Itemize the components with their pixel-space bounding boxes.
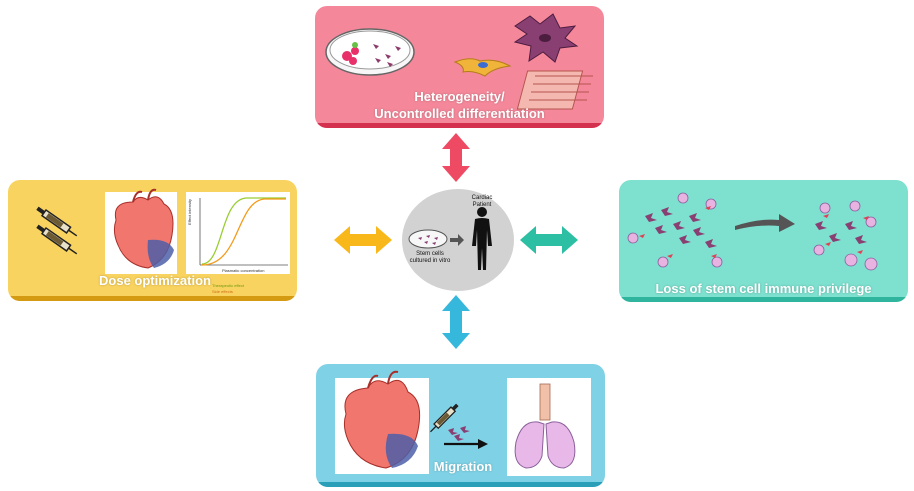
- fibroblast-cell-icon: [453, 58, 512, 77]
- stem-cells-label-line-2: cultured in vitro: [409, 258, 451, 264]
- lungs-icon: [514, 383, 576, 469]
- heterogeneity-title: Heterogeneity/ Uncontrolled differentiat…: [315, 88, 604, 122]
- stem-cells-label-line-1: Stem cells: [416, 251, 444, 257]
- immune-cell-icon: [627, 192, 723, 268]
- panel-shadow: [8, 296, 297, 301]
- stem-cell-cluster-icon: [645, 207, 717, 248]
- petri-dish-icon: [325, 28, 415, 76]
- progression-arrow-icon: [735, 214, 795, 232]
- plot-y-label: Effect intensity: [187, 199, 192, 225]
- arrow-up-down-top: [442, 133, 470, 182]
- culture-dish-icon: [408, 229, 448, 249]
- syringe-icon: [430, 403, 459, 433]
- heart-icon: [113, 188, 174, 269]
- plot-x-label: Plasmatic concentration: [222, 268, 265, 273]
- migration-panel: Migration: [316, 364, 605, 487]
- migrating-cells-icon: [448, 426, 470, 441]
- panel-shadow: [316, 482, 605, 487]
- center-circle: [402, 189, 514, 291]
- plot-legend-therapeutic: Therapeutic effect: [212, 283, 244, 288]
- panel-shadow: [619, 297, 908, 302]
- cardiomyocyte-tissue-icon: [516, 70, 593, 110]
- dose-illustration: [36, 188, 290, 274]
- patient-label: Cardiac Patient: [462, 195, 502, 209]
- heart-icon: [343, 370, 421, 469]
- center-illustration: Cardiac Patient Stem cells cultured in v…: [400, 188, 516, 292]
- syringe-icon: [36, 224, 78, 255]
- neuron-cell-icon: [513, 13, 579, 63]
- arrow-left-right-left: [334, 226, 392, 254]
- patient-label-line-1: Cardiac: [471, 195, 493, 201]
- rejected-cell-cluster-icon: [815, 221, 867, 244]
- transfer-arrow-icon: [450, 234, 464, 246]
- attack-marks: [639, 206, 717, 258]
- attack-marks: [823, 214, 869, 254]
- plot-legend-side-effects: Side effects: [212, 289, 233, 294]
- dose-response-plot: [186, 192, 290, 274]
- arrow-up-down-bottom: [442, 295, 470, 349]
- heterogeneity-panel: Heterogeneity/ Uncontrolled differentiat…: [315, 6, 604, 128]
- immune-cell-icon: [813, 200, 878, 271]
- migration-title: Migration: [433, 459, 493, 474]
- arrow-left-right-right: [520, 226, 578, 254]
- title-line-2: Uncontrolled differentiation: [374, 106, 545, 121]
- migration-arrow-icon: [444, 439, 488, 449]
- immune-privilege-panel: Loss of stem cell immune privilege: [619, 180, 908, 302]
- dose-optimization-title: Dose optimization: [99, 273, 211, 288]
- syringe-icon: [36, 206, 78, 237]
- patient-label-line-2: Patient: [472, 202, 492, 208]
- differentiation-illustration: [325, 13, 593, 110]
- migration-illustration: [335, 370, 591, 476]
- panel-shadow: [315, 123, 604, 128]
- immune-illustration: [627, 192, 878, 271]
- immune-privilege-title: Loss of stem cell immune privilege: [655, 281, 872, 296]
- dose-optimization-panel: Effect intensity Plasmatic concentration…: [8, 180, 297, 301]
- stem-cells-label: Stem cells cultured in vitro: [408, 251, 452, 265]
- title-line-1: Heterogeneity/: [414, 89, 505, 104]
- patient-silhouette-icon: [472, 207, 492, 270]
